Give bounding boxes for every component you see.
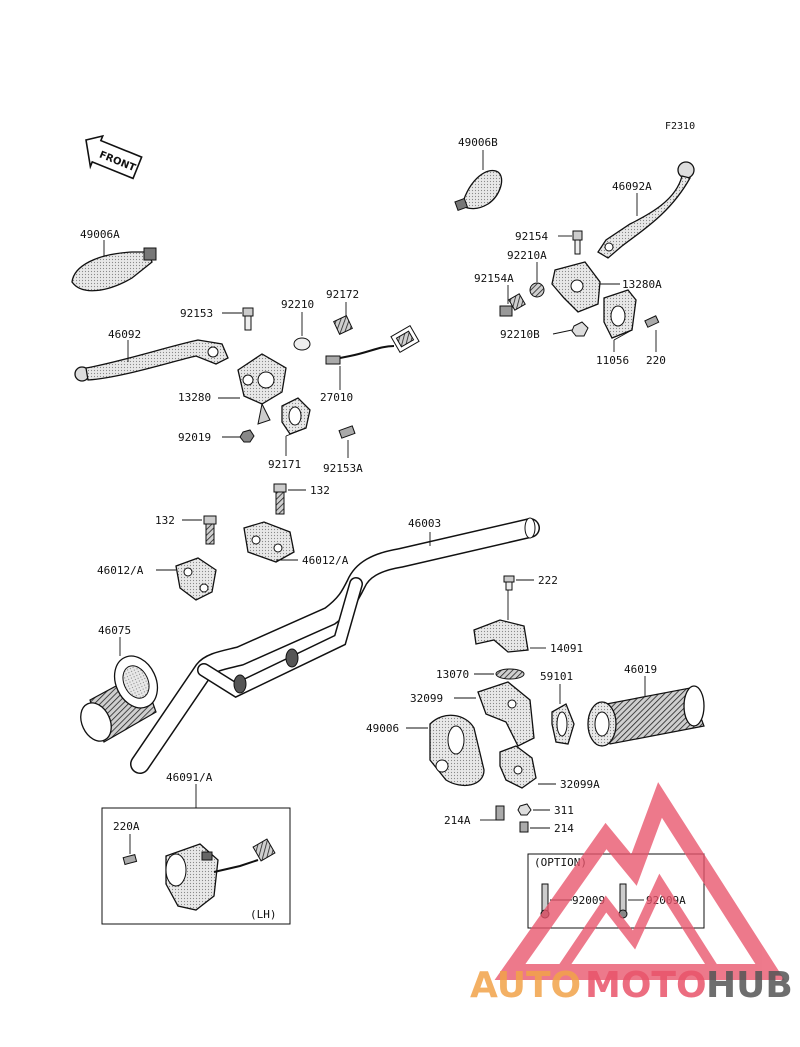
handlebar-46003 bbox=[130, 517, 540, 774]
label-49006a: 49006A bbox=[80, 228, 120, 241]
cable-pulley-59101 bbox=[551, 703, 575, 745]
bolt-220 bbox=[644, 315, 660, 328]
screw-92009a bbox=[618, 883, 628, 919]
cover-49006 bbox=[429, 714, 485, 787]
label-59101: 59101 bbox=[540, 670, 573, 683]
label-92153: 92153 bbox=[180, 307, 213, 320]
bolt-132-right bbox=[273, 483, 287, 515]
cover-14091 bbox=[473, 619, 529, 653]
label-49006: 49006 bbox=[366, 722, 399, 735]
throttle-grip-46019 bbox=[587, 685, 705, 747]
lever-guard-49006a bbox=[71, 247, 157, 292]
grip-46075 bbox=[80, 655, 159, 743]
label-92153a: 92153A bbox=[323, 462, 363, 475]
label-92154a: 92154A bbox=[474, 272, 514, 285]
holder-13280a bbox=[551, 261, 601, 313]
label-311: 311 bbox=[554, 804, 574, 817]
label-13280a: 13280A bbox=[622, 278, 662, 291]
watermark-part2: MOTO bbox=[585, 965, 707, 1006]
clamp-11056 bbox=[603, 289, 637, 339]
label-46012a-right: 46012/A bbox=[302, 554, 349, 567]
adjuster-92172 bbox=[333, 315, 353, 335]
label-92171: 92171 bbox=[268, 458, 301, 471]
label-92019: 92019 bbox=[178, 431, 211, 444]
adjuster-13070 bbox=[495, 668, 525, 680]
label-49006b: 49006B bbox=[458, 136, 498, 149]
watermark-part3: HUB bbox=[706, 965, 793, 1006]
label-46003: 46003 bbox=[408, 517, 441, 530]
nut-92210b bbox=[571, 321, 589, 337]
label-27010: 27010 bbox=[320, 391, 353, 404]
label-11056: 11056 bbox=[596, 354, 629, 367]
lh-switch-box bbox=[101, 807, 291, 925]
label-46075: 46075 bbox=[98, 624, 131, 637]
switch-27010 bbox=[325, 325, 420, 365]
label-46092: 46092 bbox=[108, 328, 141, 341]
bolt-92153 bbox=[242, 307, 254, 331]
screw-214 bbox=[519, 821, 529, 833]
nut-92019 bbox=[239, 429, 255, 443]
nut-311 bbox=[517, 803, 532, 816]
lever-46092 bbox=[74, 339, 229, 382]
housing-32099a bbox=[499, 745, 537, 789]
label-132-left: 132 bbox=[155, 514, 175, 527]
handlebar-switch-46091a bbox=[165, 838, 276, 911]
bolt-132-left bbox=[203, 515, 217, 545]
watermark-logo bbox=[494, 782, 785, 980]
clamp-46012a-left bbox=[175, 557, 217, 601]
watermark-text: AUTO MOTO HUB bbox=[470, 965, 793, 1006]
label-92172: 92172 bbox=[326, 288, 359, 301]
label-46091a: 46091/A bbox=[166, 771, 213, 784]
holder-13280 bbox=[237, 353, 287, 425]
clamp-92171 bbox=[281, 397, 311, 435]
lever-guard-49006b bbox=[454, 169, 503, 212]
label-132-right: 132 bbox=[310, 484, 330, 497]
watermark-part1: AUTO bbox=[470, 965, 581, 1006]
label-13070: 13070 bbox=[436, 668, 469, 681]
clamp-46012a-right bbox=[243, 521, 295, 563]
label-92210b: 92210B bbox=[500, 328, 540, 341]
screw-214a bbox=[495, 805, 505, 821]
label-46012a-left: 46012/A bbox=[97, 564, 144, 577]
washer-92210 bbox=[293, 337, 311, 351]
label-220: 220 bbox=[646, 354, 666, 367]
label-222: 222 bbox=[538, 574, 558, 587]
label-214a: 214A bbox=[444, 814, 471, 827]
washer-92210a bbox=[529, 282, 545, 298]
label-46092a: 46092A bbox=[612, 180, 652, 193]
label-32099a: 32099A bbox=[560, 778, 600, 791]
housing-32099 bbox=[477, 681, 535, 747]
front-arrow-icon: FRONT bbox=[85, 134, 143, 180]
label-46019: 46019 bbox=[624, 663, 657, 676]
bolt-92153a bbox=[338, 425, 356, 439]
screw-220a bbox=[122, 853, 138, 866]
label-214: 214 bbox=[554, 822, 574, 835]
label-92154: 92154 bbox=[515, 230, 548, 243]
bolt-92154 bbox=[572, 230, 583, 255]
label-92009: 92009 bbox=[572, 894, 605, 907]
label-92210: 92210 bbox=[281, 298, 314, 311]
bolt-222 bbox=[503, 575, 515, 591]
label-14091: 14091 bbox=[550, 642, 583, 655]
label-13280: 13280 bbox=[178, 391, 211, 404]
label-32099: 32099 bbox=[410, 692, 443, 705]
label-220a: 220A bbox=[113, 820, 140, 833]
diagram-code: F2310 bbox=[665, 121, 695, 132]
lh-label: (LH) bbox=[250, 908, 277, 921]
lever-46092a bbox=[597, 161, 695, 259]
option-label: (OPTION) bbox=[534, 856, 587, 869]
adjuster-92154a bbox=[499, 293, 526, 317]
label-92210a: 92210A bbox=[507, 249, 547, 262]
